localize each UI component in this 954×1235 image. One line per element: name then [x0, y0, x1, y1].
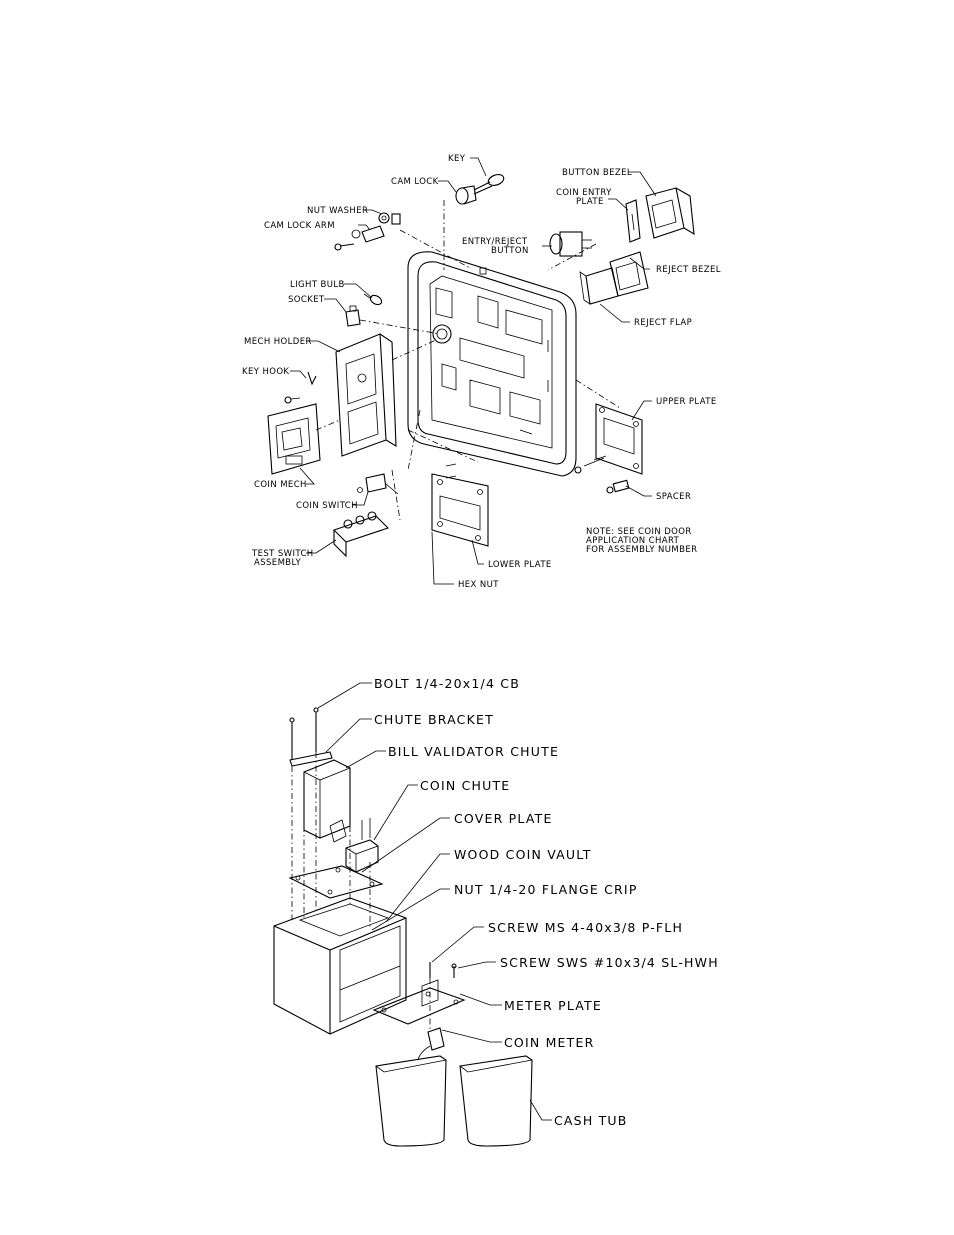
test-switch-assembly-part — [332, 511, 390, 558]
label-reject-flap: REJECT FLAP — [634, 318, 692, 328]
label-coin-switch: COIN SWITCH — [296, 501, 358, 511]
lower-plate-part — [431, 463, 489, 547]
reject-bezel-part — [609, 251, 649, 297]
chute-bracket-part — [289, 751, 333, 767]
label-coin-mech: COIN MECH — [254, 480, 307, 490]
lower-leader-lines — [317, 682, 552, 1121]
meter-plate-part — [372, 979, 466, 1025]
coin-vault-diagram: BOLT 1/4-20x1/4 CB CHUTE BRACKET BILL VA… — [273, 676, 719, 1147]
label-key: KEY — [448, 154, 466, 164]
screw-part — [334, 243, 355, 251]
socket-part — [345, 305, 361, 327]
label-coin-chute: COIN CHUTE — [420, 778, 510, 793]
label-bolt: BOLT 1/4-20x1/4 CB — [374, 676, 520, 691]
label-lower-plate: LOWER PLATE — [488, 560, 552, 570]
coin-switch-part — [357, 473, 399, 495]
label-hex-nut: HEX NUT — [458, 580, 499, 590]
light-bulb-part — [363, 293, 383, 306]
mech-holder-part — [335, 333, 397, 457]
label-nut-flange: NUT 1/4-20 FLANGE CRIP — [454, 882, 638, 897]
label-meter-plate: METER PLATE — [504, 998, 602, 1013]
upper-leader-lines — [290, 157, 657, 585]
spacer-part — [574, 455, 630, 494]
label-upper-plate: UPPER PLATE — [656, 397, 717, 407]
nut-washer-part — [378, 212, 401, 225]
label-coin-meter: COIN METER — [504, 1035, 594, 1050]
label-spacer: SPACER — [656, 492, 691, 502]
label-nut-washer: NUT WASHER — [307, 206, 368, 216]
label-screw-sws: SCREW SWS #10x3/4 SL-HWH — [500, 955, 719, 970]
cash-tub-right-part — [459, 1055, 533, 1147]
bill-validator-chute-part — [303, 759, 351, 843]
cam-lock-part — [455, 185, 477, 205]
upper-plate-part — [595, 403, 643, 475]
reject-flap-part — [579, 267, 619, 305]
label-wood-coin-vault: WOOD COIN VAULT — [454, 847, 592, 862]
button-bezel-part — [645, 187, 695, 239]
label-reject-bezel: REJECT BEZEL — [656, 265, 721, 275]
key-part — [473, 174, 505, 195]
label-cam-lock: CAM LOCK — [391, 177, 439, 187]
upper-labels: KEY CAM LOCK NUT WASHER CAM LOCK ARM BUT… — [242, 154, 721, 590]
note-line-2: APPLICATION CHART — [586, 536, 680, 546]
coin-entry-plate-part — [625, 199, 641, 243]
label-entry-reject-2: BUTTON — [491, 246, 529, 256]
label-coin-entry-plate-1: COIN ENTRY — [556, 188, 612, 198]
vault-centerlines — [291, 752, 431, 1032]
label-cam-lock-arm: CAM LOCK ARM — [264, 221, 335, 231]
cam-lock-arm-part — [351, 225, 385, 243]
label-button-bezel: BUTTON BEZEL — [562, 168, 632, 178]
label-test-switch-2: ASSEMBLY — [254, 558, 302, 568]
lower-labels: BOLT 1/4-20x1/4 CB CHUTE BRACKET BILL VA… — [374, 676, 719, 1128]
label-chute-bracket: CHUTE BRACKET — [374, 712, 494, 727]
cash-tub-left-part — [375, 1055, 447, 1147]
coin-mech-part — [267, 403, 321, 475]
label-cash-tub: CASH TUB — [554, 1113, 628, 1128]
label-cover-plate: COVER PLATE — [454, 811, 553, 826]
key-hook-part — [284, 371, 317, 404]
wood-coin-vault-part — [273, 897, 407, 1035]
label-screw-ms: SCREW MS 4-40x3/8 P-FLH — [488, 920, 683, 935]
label-test-switch-1: TEST SWITCH — [251, 549, 314, 559]
coin-door-diagram: KEY CAM LOCK NUT WASHER CAM LOCK ARM BUT… — [242, 154, 721, 590]
label-coin-entry-plate-2: PLATE — [576, 197, 604, 207]
label-socket: SOCKET — [288, 295, 325, 305]
label-mech-holder: MECH HOLDER — [244, 337, 312, 347]
label-bill-validator-chute: BILL VALIDATOR CHUTE — [388, 744, 559, 759]
cover-plate-part — [288, 865, 384, 899]
label-light-bulb: LIGHT BULB — [290, 280, 345, 290]
bolts-part — [289, 707, 319, 760]
screws-part — [429, 962, 457, 978]
label-key-hook: KEY HOOK — [242, 367, 289, 377]
note-line-1: NOTE: SEE COIN DOOR — [586, 527, 692, 537]
label-entry-reject-1: ENTRY/REJECT — [462, 237, 528, 247]
note-line-3: FOR ASSEMBLY NUMBER — [586, 545, 697, 555]
coin-meter-part — [417, 1027, 445, 1061]
coin-door-frame — [407, 251, 577, 477]
assembly-centerlines — [315, 200, 621, 521]
entry-reject-button-part — [549, 231, 592, 257]
